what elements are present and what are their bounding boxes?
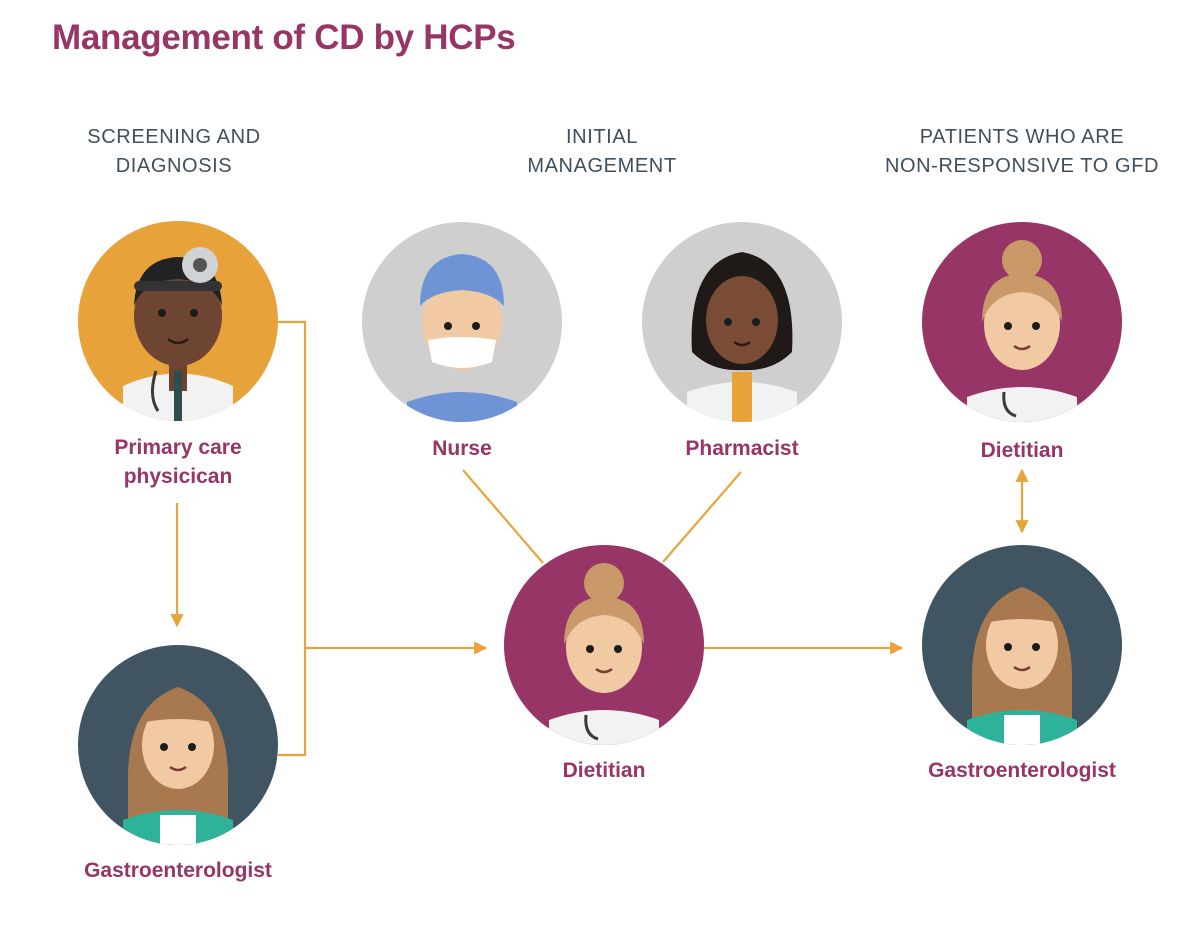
heading-line: MANAGEMENT (527, 155, 677, 177)
label-line: Gastroenterologist (928, 759, 1116, 782)
female-pharmacist-icon (642, 222, 842, 422)
label-line: physicican (123, 465, 233, 488)
label-line: Gastroenterologist (84, 859, 272, 882)
nurse-surgical-mask-icon (362, 222, 562, 422)
label-line: Dietitian (562, 759, 646, 782)
diagram-title: Management of CD by HCPs (52, 18, 516, 57)
female-dietitian-bun-icon (504, 545, 704, 745)
heading-line: DIAGNOSIS (115, 155, 233, 177)
label-primary-care-physician: Primary care physicican (48, 433, 308, 491)
line-nurse-to-dietitian (462, 469, 544, 564)
bracket-line (278, 320, 307, 757)
gastroenterologist-node-right (922, 545, 1122, 745)
line-pharmacist-to-dietitian (662, 471, 742, 563)
male-doctor-head-mirror-icon (78, 221, 278, 421)
label-nurse: Nurse (332, 434, 592, 463)
heading-line: NON-RESPONSIVE TO GFD (884, 155, 1160, 177)
female-dietitian-bun-icon (922, 222, 1122, 422)
label-gastroenterologist-right: Gastroenterologist (892, 756, 1152, 785)
column-heading-screening: SCREENING AND DIAGNOSIS (0, 123, 354, 181)
column-heading-nonresponsive: PATIENTS WHO ARE NON-RESPONSIVE TO GFD (842, 123, 1200, 181)
column-heading-initial: INITIAL MANAGEMENT (422, 123, 782, 181)
label-gastroenterologist-left: Gastroenterologist (48, 856, 308, 885)
primary-care-physician-node (78, 221, 278, 421)
label-dietitian-center: Dietitian (474, 756, 734, 785)
heading-line: PATIENTS WHO ARE (919, 126, 1125, 148)
female-doctor-bangs-icon (78, 645, 278, 845)
female-doctor-bangs-icon (922, 545, 1122, 745)
dietitian-node-right (922, 222, 1122, 422)
label-line: Nurse (432, 437, 492, 460)
label-line: Dietitian (980, 439, 1064, 462)
label-pharmacist: Pharmacist (612, 434, 872, 463)
heading-line: INITIAL (566, 126, 638, 148)
label-line: Pharmacist (685, 437, 799, 460)
label-dietitian-right: Dietitian (892, 436, 1152, 465)
label-line: Primary care (114, 436, 242, 459)
heading-line: SCREENING AND (87, 126, 261, 148)
gastroenterologist-node-left (78, 645, 278, 845)
dietitian-node-center (504, 545, 704, 745)
nurse-node (362, 222, 562, 422)
pharmacist-node (642, 222, 842, 422)
